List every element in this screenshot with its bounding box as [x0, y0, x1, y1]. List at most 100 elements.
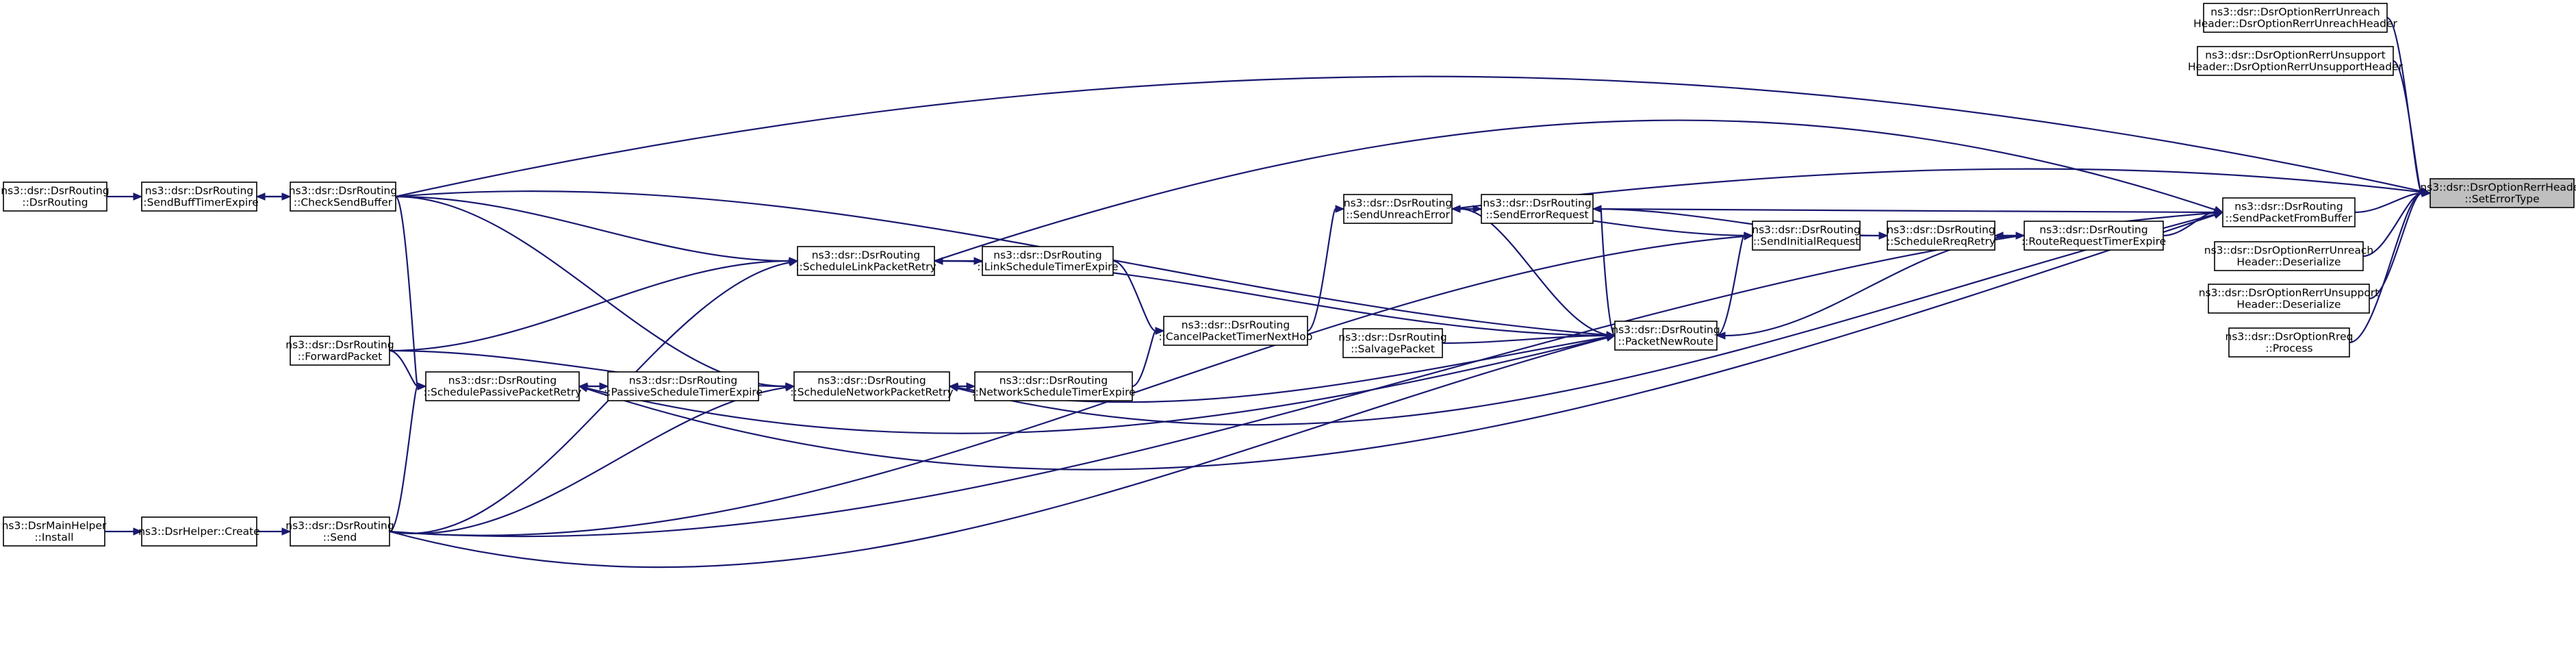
edge-line: [1307, 208, 1337, 332]
node-label-line: ns3::dsr::DsrRouting: [1338, 332, 1446, 344]
node-label-line: ::Process: [2265, 342, 2312, 355]
node-label-line: ::ForwardPacket: [298, 351, 383, 363]
node-label-line: ns3::dsr::DsrOptionRerrUnreach: [2210, 6, 2380, 18]
edge-line: [1112, 260, 1156, 332]
edge-check-send-buffer-to-schedule-link-packet-retry: [395, 195, 799, 265]
node-send-error-request[interactable]: ns3::dsr::DsrRouting::SendErrorRequest: [1481, 194, 1594, 224]
node-rreq-process[interactable]: ns3::dsr::DsrOptionRreq::Process: [2226, 327, 2354, 358]
node-network-schedule-timer-expire[interactable]: ns3::dsr::DsrRouting::NetworkScheduleTim…: [971, 371, 1136, 401]
node-packet-new-route[interactable]: ns3::dsr::DsrRouting::PacketNewRoute: [1611, 321, 1720, 351]
edge-network-schedule-timer-expire-to-cancel-packet-timer-next-hop: [1132, 327, 1165, 388]
node-link-schedule-timer-expire[interactable]: ns3::dsr::DsrRouting::LinkScheduleTimerE…: [977, 246, 1119, 276]
node-unsupport-hdr[interactable]: ns3::dsr::DsrOptionRerrUnsupportHeader::…: [2188, 46, 2403, 76]
node-box: [793, 371, 950, 401]
node-unreach-hdr[interactable]: ns3::dsr::DsrOptionRerrUnreachHeader::Ds…: [2193, 3, 2398, 33]
edge-line: [934, 119, 2215, 262]
node-box: [3, 182, 107, 212]
node-passive-schedule-timer-expire[interactable]: ns3::dsr::DsrRouting::PassiveScheduleTim…: [604, 371, 763, 401]
node-dsr-helper-create[interactable]: ns3::DsrHelper::Create: [138, 516, 260, 547]
node-send[interactable]: ns3::dsr::DsrRouting::Send: [285, 516, 394, 547]
node-label-line: ns3::dsr::DsrRouting: [999, 375, 1108, 387]
edge-send-to-schedule-passive-packet-retry: [389, 382, 427, 533]
node-send-packet-from-buffer[interactable]: ns3::dsr::DsrRouting::SendPacketFromBuff…: [2222, 197, 2356, 227]
node-label-line: ::LinkScheduleTimerExpire: [977, 261, 1118, 273]
node-label-line: Header::DsrOptionRerrUnsupportHeader: [2188, 61, 2403, 73]
edge-arrowhead: [2421, 187, 2432, 195]
node-box: [2024, 221, 2164, 251]
node-box: [1163, 316, 1308, 346]
node-label-line: ns3::dsr::DsrRouting: [1483, 197, 1591, 210]
node-box: [2208, 284, 2370, 314]
edge-arrowhead: [1155, 327, 1165, 335]
node-label-line: ::SendInitialRequest: [1753, 236, 1859, 248]
node-salvage-packet[interactable]: ns3::dsr::DsrRouting::SalvagePacket: [1338, 328, 1447, 358]
edge-passive-schedule-timer-expire-to-schedule-passive-packet-retry: [578, 382, 609, 390]
edge-unsupport-hdr-to-target: [2393, 60, 2432, 197]
node-label-line: ns3::dsr::DsrRouting: [1752, 224, 1860, 236]
edge-link-schedule-timer-expire-to-cancel-packet-timer-next-hop: [1112, 260, 1165, 335]
edge-line: [389, 385, 419, 533]
node-unreach-deser[interactable]: ns3::dsr::DsrOptionRerrUnreachHeader::De…: [2204, 241, 2373, 271]
edge-line: [389, 386, 787, 534]
node-label-line: ::Install: [34, 532, 73, 544]
edge-check-send-buffer-to-target: [395, 75, 2432, 198]
node-schedule-passive-packet-retry[interactable]: ns3::dsr::DsrRouting::SchedulePassivePac…: [424, 371, 582, 401]
node-label-line: ns3::DsrHelper::Create: [138, 525, 260, 538]
node-send-initial-request[interactable]: ns3::dsr::DsrRouting::SendInitialRequest: [1752, 221, 1861, 251]
node-schedule-network-packet-retry[interactable]: ns3::dsr::DsrRouting::ScheduleNetworkPac…: [790, 371, 954, 401]
node-box: [2197, 46, 2394, 76]
node-unsupport-deser[interactable]: ns3::dsr::DsrOptionRerrUnsupportHeader::…: [2199, 284, 2380, 314]
node-dsr-main-helper-install[interactable]: ns3::DsrMainHelper::Install: [2, 516, 107, 547]
node-label-line: ns3::dsr::DsrOptionRerrUnsupport: [2205, 49, 2386, 62]
edge-arrowhead: [255, 192, 266, 201]
node-box: [141, 516, 257, 547]
node-label-line: Header::Deserialize: [2236, 256, 2341, 268]
node-label-line: ::SendBuffTimerExpire: [140, 197, 259, 209]
edge-line: [1592, 208, 2215, 214]
edge-arrowhead: [948, 384, 959, 392]
edge-line: [1716, 234, 1746, 337]
edge-line: [395, 190, 1607, 336]
node-label-line: ns3::dsr::DsrOptionRerrHeader: [2420, 182, 2576, 194]
node-dsr-routing-ctor[interactable]: ns3::dsr::DsrRouting::DsrRouting: [1, 182, 110, 212]
node-label-line: ::PassiveScheduleTimerExpire: [604, 386, 763, 399]
edge-arrowhead: [578, 382, 588, 390]
node-route-request-timer-expire[interactable]: ns3::dsr::DsrRouting::RouteRequestTimerE…: [2022, 221, 2166, 251]
edge-line: [2349, 192, 2423, 344]
node-box: [2214, 241, 2364, 271]
node-schedule-rreq-retry[interactable]: ns3::dsr::DsrRouting::ScheduleRreqRetry: [1887, 221, 1995, 251]
node-label-line: ns3::dsr::DsrRouting: [285, 339, 394, 351]
edge-arrowhead: [1716, 332, 1726, 340]
node-label-line: ns3::dsr::DsrRouting: [1182, 319, 1290, 332]
node-box: [2430, 178, 2575, 208]
edge-line: [949, 213, 2215, 426]
node-label-line: ns3::dsr::DsrRouting: [145, 185, 253, 197]
edge-line: [2369, 192, 2423, 300]
node-label-line: ::SetErrorType: [2464, 193, 2539, 205]
node-target[interactable]: ns3::dsr::DsrOptionRerrHeader::SetErrorT…: [2420, 178, 2576, 208]
edge-unsupport-deser-to-target: [2369, 189, 2432, 300]
node-send-buff-timer-expire[interactable]: ns3::dsr::DsrRouting::SendBuffTimerExpir…: [140, 182, 259, 212]
node-forward-packet[interactable]: ns3::dsr::DsrRouting::ForwardPacket: [285, 336, 394, 366]
node-send-unreach-error[interactable]: ns3::dsr::DsrRouting::SendUnreachError: [1343, 194, 1453, 224]
edge-arrowhead: [133, 527, 143, 536]
edge-dsr-routing-ctor-to-send-buff-timer-expire: [107, 192, 143, 201]
node-box: [607, 371, 759, 401]
node-schedule-link-packet-retry[interactable]: ns3::dsr::DsrRouting::ScheduleLinkPacket…: [795, 246, 936, 276]
edge-arrowhead: [933, 257, 943, 265]
node-label-line: ::ScheduleLinkPacketRetry: [795, 261, 936, 273]
edge-line: [1600, 208, 1616, 337]
node-check-send-buffer[interactable]: ns3::dsr::DsrRouting::CheckSendBuffer: [289, 182, 397, 212]
node-label-line: ::SendUnreachError: [1346, 209, 1450, 221]
node-label-line: ::ScheduleRreqRetry: [1887, 236, 1995, 248]
edge-line: [395, 75, 2423, 198]
node-box: [974, 371, 1133, 401]
node-label-line: Header::DsrOptionRerrUnreachHeader: [2193, 18, 2397, 30]
node-cancel-packet-timer-next-hop[interactable]: ns3::dsr::DsrRouting::CancelPacketTimerN…: [1158, 316, 1313, 346]
node-label-line: ::SalvagePacket: [1351, 343, 1435, 355]
node-label-line: ns3::dsr::DsrRouting: [2234, 201, 2343, 213]
node-box: [290, 336, 390, 366]
node-box: [290, 516, 390, 547]
node-label-line: ::PacketNewRoute: [1618, 336, 1714, 348]
